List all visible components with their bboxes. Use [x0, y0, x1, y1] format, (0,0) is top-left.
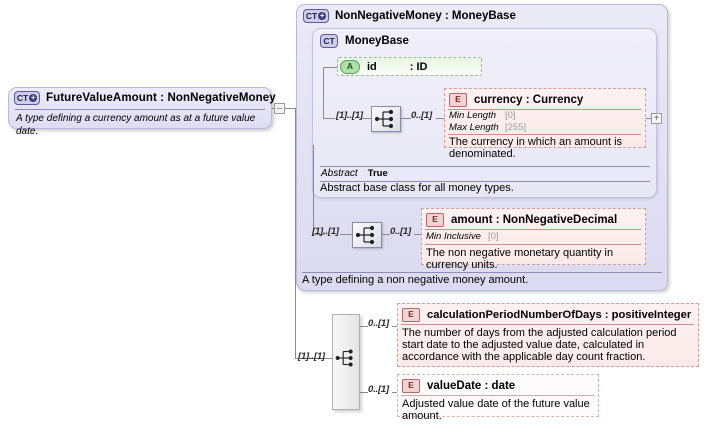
connector — [323, 67, 338, 68]
divider — [448, 109, 641, 110]
element-icon[interactable]: E — [402, 378, 420, 393]
occurrence-label: 0..[1] — [368, 384, 389, 395]
facet-row: Min Length [0] — [449, 110, 644, 122]
connector — [295, 358, 333, 359]
sequence-holder-futurevalueamount — [332, 314, 360, 410]
sequence-icon — [335, 349, 353, 367]
valuedate-title: valueDate : date — [427, 379, 516, 392]
node-futurevalueamount[interactable]: CT+ FutureValueAmount : NonNegativeMoney… — [8, 87, 276, 137]
connector — [323, 118, 335, 119]
facet-name: Min Length — [449, 110, 497, 121]
sequence-icon — [355, 225, 375, 245]
complex-type-icon[interactable]: CT — [320, 34, 338, 48]
connector — [382, 234, 390, 235]
divider — [425, 244, 641, 245]
connector — [392, 326, 397, 327]
calculationperiodnumberofdays-description: The number of days from the adjusted cal… — [402, 327, 677, 363]
sequence-compositor-moneybase[interactable] — [371, 106, 401, 132]
divider — [401, 395, 594, 396]
sequence-compositor-nonnegativemoney[interactable] — [352, 222, 382, 248]
occurrence-label: [1]..[1] — [336, 110, 363, 121]
moneybase-header: CT MoneyBase — [320, 32, 640, 50]
node-element-calculationperiodnumberofdays[interactable] — [397, 303, 699, 367]
currency-description: The currency in which an amount is denom… — [449, 136, 623, 160]
currency-facets: Min Length [0] Max Length [255] — [449, 110, 644, 133]
facet-name: Max Length — [449, 121, 499, 133]
calculationperiodnumberofdays-header: E calculationPeriodNumberOfDays : positi… — [402, 306, 698, 323]
connector — [360, 392, 368, 393]
nonnegativemoney-title: NonNegativeMoney : MoneyBase — [335, 10, 516, 22]
amount-header: E amount : NonNegativeDecimal — [426, 211, 644, 228]
connector — [360, 326, 368, 327]
node-attribute-id[interactable] — [337, 57, 482, 76]
element-icon[interactable]: E — [449, 92, 467, 107]
valuedate-header: E valueDate : date — [402, 377, 597, 394]
connector — [272, 108, 275, 109]
attribute-id-type: : ID — [409, 60, 428, 73]
occurrence-label: [1]..[1] — [298, 351, 325, 362]
currency-expand-expander[interactable]: + — [651, 113, 662, 124]
facet-value: True — [367, 168, 388, 179]
divider — [15, 109, 265, 110]
moneybase-title: MoneyBase — [345, 35, 409, 47]
nonnegativemoney-description: A type defining a non negative money amo… — [302, 274, 529, 286]
divider — [425, 229, 641, 230]
node-element-amount[interactable] — [421, 208, 646, 265]
amount-description: The non negative monetary quantity in cu… — [426, 247, 614, 271]
sequence-icon — [374, 109, 394, 129]
divider — [448, 134, 641, 135]
node-element-currency[interactable] — [444, 88, 646, 148]
connector — [313, 145, 314, 235]
connector — [362, 118, 371, 119]
connector — [392, 392, 397, 393]
divider — [320, 181, 650, 182]
occurrence-label: 0..[1] — [411, 110, 432, 121]
element-icon[interactable]: E — [402, 307, 420, 322]
facet-value: [0] — [505, 110, 516, 121]
facet-name: Abstract — [321, 168, 358, 179]
currency-title: currency : Currency — [474, 93, 584, 106]
valuedate-description: Adjusted value date of the future value … — [402, 398, 590, 422]
futurevalueamount-title: FutureValueAmount : NonNegativeMoney — [46, 92, 276, 104]
facet-value: [0] — [488, 231, 499, 242]
root-collapse-expander[interactable]: – — [274, 103, 285, 114]
element-icon[interactable]: E — [426, 212, 444, 227]
nonnegativemoney-header: CT+ NonNegativeMoney : MoneyBase — [303, 7, 653, 25]
currency-header: E currency : Currency — [449, 91, 644, 108]
sequence-compositor-futurevalueamount[interactable] — [333, 346, 359, 370]
connector — [313, 234, 325, 235]
facet-value: [255] — [505, 121, 527, 133]
amount-title: amount : NonNegativeDecimal — [451, 213, 618, 226]
facet-row: Max Length [255] — [449, 122, 644, 134]
connector — [414, 234, 421, 235]
occurrence-label: 0..[1] — [390, 226, 411, 237]
connector — [340, 234, 352, 235]
divider — [401, 324, 694, 325]
facet-name: Min Inclusive — [426, 231, 481, 242]
facet-row: Min Inclusive [0] — [426, 231, 644, 243]
connector — [646, 118, 651, 119]
futurevalueamount-header: CT+ FutureValueAmount : NonNegativeMoney — [9, 88, 276, 108]
connector — [401, 118, 411, 119]
attribute-id-name: id — [367, 60, 377, 73]
divider — [320, 166, 650, 167]
divider — [302, 272, 662, 273]
complex-type-icon[interactable]: CT+ — [14, 91, 40, 105]
futurevalueamount-description: A type defining a currency amount as at … — [16, 113, 256, 137]
connector — [323, 67, 324, 119]
moneybase-facet-abstract: Abstract True — [321, 168, 651, 179]
connector — [436, 118, 444, 119]
occurrence-label: 0..[1] — [368, 318, 389, 329]
connector — [285, 108, 296, 109]
calculationperiodnumberofdays-title: calculationPeriodNumberOfDays : positive… — [427, 308, 692, 321]
moneybase-description: Abstract base class for all money types. — [320, 182, 514, 194]
occurrence-label: [1]..[1] — [312, 226, 339, 237]
amount-facets: Min Inclusive [0] — [426, 231, 644, 243]
attribute-icon[interactable]: A — [340, 59, 360, 74]
attribute-id-row: A id : ID — [340, 59, 482, 74]
complex-type-icon[interactable]: CT+ — [303, 9, 329, 23]
connector — [295, 108, 296, 358]
